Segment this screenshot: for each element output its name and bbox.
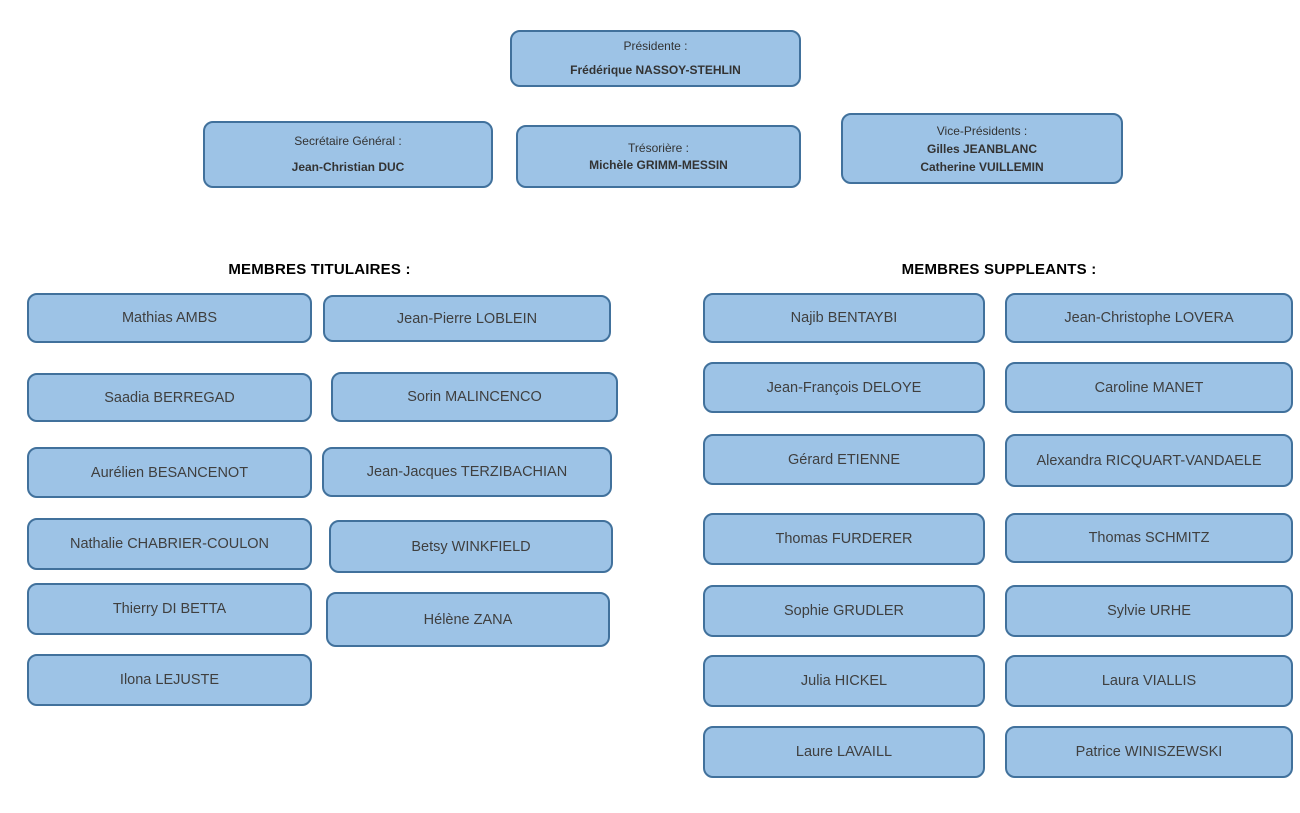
titulaires-heading: MEMBRES TITULAIRES :: [228, 261, 411, 278]
member-box-suppleant: Julia HICKEL: [703, 655, 985, 707]
member-name: Alexandra RICQUART-VANDAELE: [1036, 452, 1262, 469]
member-box-suppleant: Jean-Christophe LOVERA: [1005, 293, 1293, 343]
secretary-general-name: Jean-Christian DUC: [291, 160, 405, 175]
member-name: Jean-François DELOYE: [766, 379, 922, 396]
member-box-suppleant: Patrice WINISZEWSKI: [1005, 726, 1293, 778]
member-box-suppleant: Thomas FURDERER: [703, 513, 985, 565]
vice-president-name-1: Gilles JEANBLANC: [926, 141, 1038, 156]
vice-president-name-2: Catherine VUILLEMIN: [920, 159, 1044, 174]
member-box-titulaire: Saadia BERREGAD: [27, 373, 312, 422]
president-title: Présidente :: [623, 39, 688, 54]
treasurer-title: Trésorière :: [628, 140, 689, 155]
member-box-suppleant: Alexandra RICQUART-VANDAELE: [1005, 434, 1293, 487]
president-name: Frédérique NASSOY-STEHLIN: [570, 62, 741, 77]
member-name: Najib BENTAYBI: [790, 310, 898, 326]
member-name: Jean-Pierre LOBLEIN: [396, 310, 538, 327]
secretary-general-box: Secrétaire Général : Jean-Christian DUC: [203, 121, 493, 188]
treasurer-box: Trésorière : Michèle GRIMM-MESSIN: [516, 125, 801, 188]
member-box-titulaire: Betsy WINKFIELD: [329, 520, 613, 573]
member-name: Mathias AMBS: [121, 310, 218, 326]
member-box-titulaire: Hélène ZANA: [326, 592, 610, 647]
member-name: Saadia BERREGAD: [104, 389, 235, 406]
member-name: Jean-Christophe LOVERA: [1064, 310, 1234, 326]
member-name: Sorin MALINCENCO: [407, 389, 542, 405]
member-box-suppleant: Sophie GRUDLER: [703, 585, 985, 637]
vice-presidents-box: Vice-Présidents : Gilles JEANBLANC Cathe…: [841, 113, 1123, 184]
member-box-titulaire: Ilona LEJUSTE: [27, 654, 312, 706]
member-name: Thierry DI BETTA: [112, 601, 227, 617]
president-box: Présidente : Frédérique NASSOY-STEHLIN: [510, 30, 801, 87]
member-box-titulaire: Nathalie CHABRIER-COULON: [27, 518, 312, 570]
member-name: Caroline MANET: [1094, 379, 1204, 396]
member-box-suppleant: Sylvie URHE: [1005, 585, 1293, 637]
member-box-suppleant: Najib BENTAYBI: [703, 293, 985, 343]
member-box-suppleant: Jean-François DELOYE: [703, 362, 985, 413]
member-name: Laure LAVAILL: [795, 744, 893, 760]
member-box-titulaire: Sorin MALINCENCO: [331, 372, 618, 422]
member-name: Gérard ETIENNE: [788, 451, 900, 468]
member-box-titulaire: Jean-Pierre LOBLEIN: [323, 295, 611, 342]
member-name: Laura VIALLIS: [1101, 673, 1197, 689]
member-name: Hélène ZANA: [423, 611, 513, 628]
member-name: Thomas FURDERER: [775, 531, 913, 547]
member-box-suppleant: Laura VIALLIS: [1005, 655, 1293, 707]
member-box-titulaire: Jean-Jacques TERZIBACHIAN: [322, 447, 612, 497]
vice-presidents-title: Vice-Présidents :: [936, 123, 1028, 138]
treasurer-name: Michèle GRIMM-MESSIN: [589, 157, 728, 172]
member-box-titulaire: Aurélien BESANCENOT: [27, 447, 312, 498]
member-name: Nathalie CHABRIER-COULON: [69, 536, 270, 552]
member-name: Patrice WINISZEWSKI: [1075, 744, 1223, 760]
member-name: Sylvie URHE: [1107, 603, 1191, 619]
member-name: Sophie GRUDLER: [783, 603, 905, 619]
member-name: Aurélien BESANCENOT: [90, 464, 249, 481]
member-box-suppleant: Laure LAVAILL: [703, 726, 985, 778]
member-box-suppleant: Caroline MANET: [1005, 362, 1293, 413]
member-name: Jean-Jacques TERZIBACHIAN: [366, 464, 568, 480]
secretary-general-title: Secrétaire Général :: [294, 133, 402, 148]
suppleants-heading: MEMBRES SUPPLEANTS :: [901, 261, 1097, 278]
member-name: Thomas SCHMITZ: [1088, 530, 1210, 546]
member-box-suppleant: Thomas SCHMITZ: [1005, 513, 1293, 563]
member-box-suppleant: Gérard ETIENNE: [703, 434, 985, 485]
member-box-titulaire: Mathias AMBS: [27, 293, 312, 343]
member-box-titulaire: Thierry DI BETTA: [27, 583, 312, 635]
member-name: Ilona LEJUSTE: [119, 672, 220, 688]
member-name: Julia HICKEL: [800, 673, 888, 689]
member-name: Betsy WINKFIELD: [411, 538, 531, 555]
